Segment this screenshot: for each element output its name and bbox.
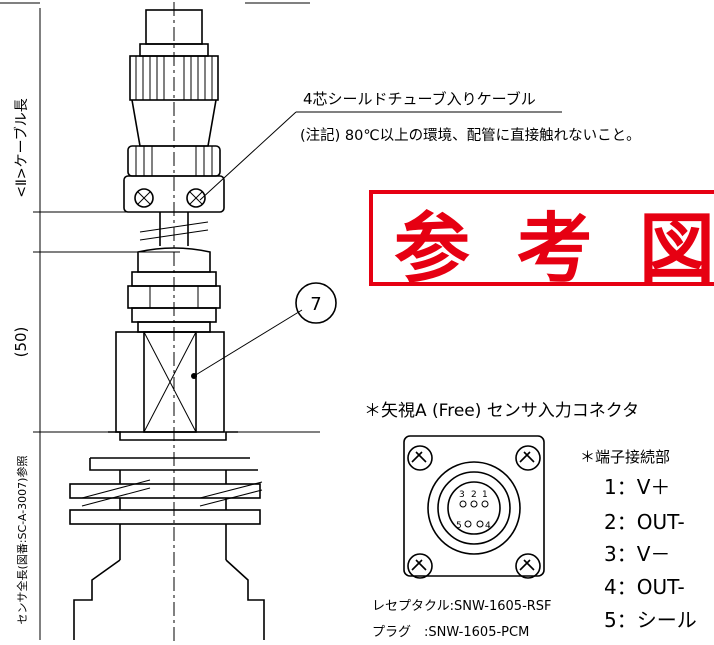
dim-cable-length-label: <Ⅱ>ケーブル長 [13, 98, 30, 198]
terminal-item: 4：OUT- [604, 575, 685, 599]
caution-note: (注記) 80℃以上の環境、配管に直接触れないこと。 [300, 126, 641, 144]
view-title: ＊矢視A (Free) センサ入力コネクタ [364, 401, 639, 421]
pin-4: 4 [485, 521, 491, 531]
terminal-item: 1：V＋ [604, 475, 670, 499]
cable-callout: 4芯シールドチューブ入りケーブル (注記) 80℃以上の環境、配管に直接触れない… [199, 90, 641, 201]
terminal-list: ＊端子接続部 1：V＋ 2：OUT- 3：V－ 4：OUT- 5：シール [580, 448, 697, 632]
plug-label: プラグ :SNW-1605-PCM [372, 625, 529, 640]
terminal-item: 2：OUT- [604, 510, 685, 534]
dim-sensor-length-label: センサ全長(図番:SC-A-3007)参照 [15, 456, 29, 625]
balloon-number: 7 [310, 294, 321, 315]
connector-face-view: 3 2 1 5 4 [403, 435, 545, 579]
reference-stamp: 参 考 図 [369, 190, 714, 293]
pin-1: 1 [482, 490, 488, 500]
part-balloon: 7 [295, 282, 337, 324]
knurl-lines [135, 56, 213, 100]
sensor-assembly [69, 2, 303, 645]
pin-3: 3 [459, 490, 465, 500]
terminal-heading: ＊端子接続部 [580, 448, 670, 466]
cable-label: 4芯シールドチューブ入りケーブル [303, 90, 536, 108]
stamp-text: 参 考 図 [394, 204, 714, 293]
dim-50-label: (50) [12, 327, 30, 358]
dimension-column: <Ⅱ>ケーブル長 (50) センサ全長(図番:SC-A-3007)参照 [0, 2, 320, 640]
receptacle-label: レセプタクル:SNW-1605-RSF [372, 599, 552, 614]
terminal-item: 5：シール [604, 608, 697, 632]
terminal-item: 3：V－ [604, 542, 670, 566]
pin-5: 5 [456, 521, 462, 531]
pin-2: 2 [471, 490, 477, 500]
